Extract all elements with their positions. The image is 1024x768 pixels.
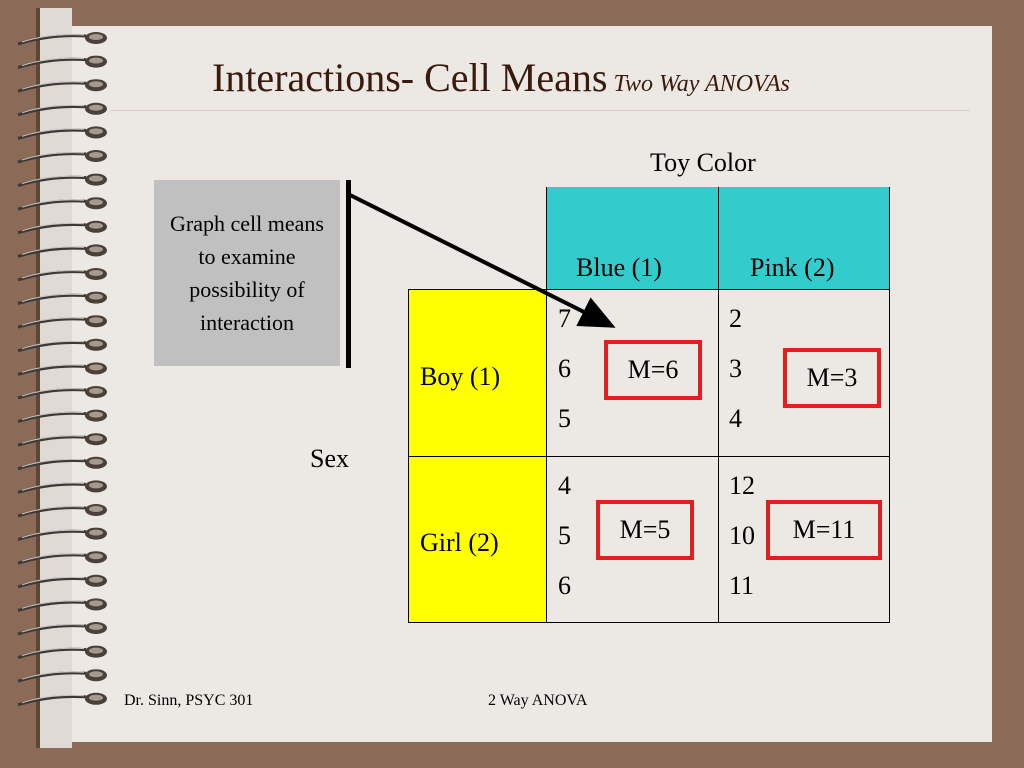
binding-ring [17, 574, 107, 589]
cell-value: 3 [729, 354, 742, 383]
binding-ring [17, 645, 107, 660]
binding-shadow [36, 8, 40, 748]
binding-ring [17, 456, 107, 471]
cell-value: 6 [558, 354, 571, 383]
binding-ring [17, 480, 107, 494]
binding-ring [17, 315, 107, 329]
binding-ring [17, 527, 107, 542]
cell-value: 11 [729, 571, 755, 600]
row-label-boy: Boy (1) [420, 362, 501, 391]
binding-ring [17, 268, 107, 282]
binding-ring [17, 102, 107, 117]
binding-ring [17, 150, 107, 164]
column-header-pink [718, 187, 889, 289]
note-text: Graph cell means to examine possibility … [170, 211, 324, 335]
cell-value: 5 [558, 521, 571, 550]
grid-line [889, 187, 890, 623]
title-text: Interactions- Cell Means [212, 55, 608, 100]
title-subtitle: Two Way ANOVAs [613, 71, 790, 97]
grid-line [408, 289, 409, 623]
binding-ring [17, 338, 107, 353]
grid-line [408, 456, 890, 457]
binding-ring [17, 244, 107, 258]
mean-box-boy-blue: M=6 [604, 340, 702, 400]
binding-ring [17, 55, 107, 70]
binding-ring [17, 173, 107, 188]
binding-ring [17, 598, 107, 612]
binding-ring [17, 551, 107, 565]
row-header-boy [408, 289, 546, 456]
cell-value: 4 [729, 404, 742, 433]
title-divider [110, 110, 970, 111]
cell-value: 5 [558, 404, 571, 433]
binding-ring [17, 197, 107, 211]
cell-value: 6 [558, 571, 571, 600]
footer-topic: 2 Way ANOVA [488, 692, 588, 709]
binding-ring [17, 622, 107, 636]
binding-ring [17, 220, 107, 235]
note-box: Graph cell means to examine possibility … [154, 180, 340, 366]
grid-line [546, 187, 547, 623]
footer-author: Dr. Sinn, PSYC 301 [124, 692, 254, 709]
row-header-girl [408, 456, 546, 622]
cell-value: 10 [729, 521, 755, 550]
binding-ring [17, 291, 107, 306]
spiral-binding-icon [17, 32, 107, 707]
mean-box-girl-pink: M=11 [766, 500, 882, 560]
column-factor-label: Toy Color [650, 148, 756, 177]
grid-line [408, 289, 890, 290]
binding-ring [17, 669, 107, 683]
mean-box-girl-blue: M=5 [596, 500, 694, 560]
cell-value: 4 [558, 471, 571, 500]
cell-value: 7 [558, 304, 571, 333]
binding-ring [17, 433, 107, 447]
column-label-blue: Blue (1) [576, 253, 662, 282]
grid-line [718, 187, 719, 623]
grid-line [408, 622, 890, 623]
cell-value: 2 [729, 304, 742, 333]
binding-ring [17, 409, 107, 424]
binding-ring [17, 79, 107, 93]
row-label-girl: Girl (2) [420, 528, 499, 557]
mean-box-boy-pink: M=3 [783, 348, 881, 408]
binding-ring [17, 362, 107, 376]
cell-value: 12 [729, 471, 755, 500]
column-header-blue [546, 187, 718, 289]
binding-ring [17, 386, 107, 400]
binding-ring [17, 32, 107, 46]
note-bracket [346, 180, 351, 368]
binding-ring [17, 692, 107, 707]
row-factor-label: Sex [310, 444, 349, 473]
column-label-pink: Pink (2) [750, 253, 835, 282]
binding-ring [17, 504, 107, 518]
binding-ring [17, 126, 107, 140]
